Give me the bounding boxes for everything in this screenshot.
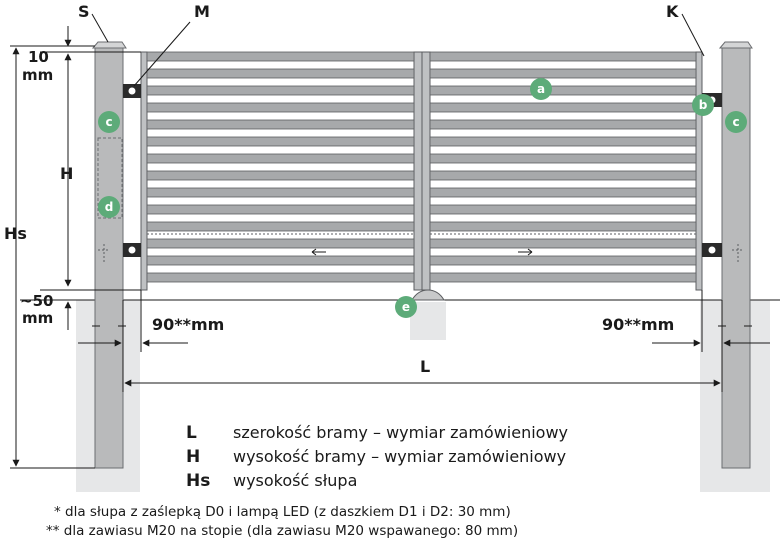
leader-k <box>681 13 705 57</box>
legend-text-l: szerokość bramy – wymiar zamówieniowy <box>233 423 568 442</box>
svg-text:b: b <box>699 98 708 112</box>
svg-text:e: e <box>402 300 410 314</box>
anchor-icon-right <box>732 244 744 262</box>
svg-text:d: d <box>105 200 114 214</box>
label-dim-bottom-unit: mm <box>22 309 53 327</box>
hinge-right-bottom <box>702 243 722 257</box>
marker-e: e <box>395 296 417 318</box>
legend-text-hs: wysokość słupa <box>233 471 357 490</box>
svg-text:a: a <box>537 82 545 96</box>
leader-m <box>133 21 191 87</box>
marker-c-left: c <box>98 111 120 133</box>
post-right <box>718 41 753 469</box>
gate-leaf-left <box>140 51 423 291</box>
footnote-2: ** dla zawiasu M20 na stopie (dla zawias… <box>46 523 518 539</box>
label-width-l: L <box>420 357 430 376</box>
leader-s <box>91 13 109 43</box>
center-stop <box>411 289 445 301</box>
label-gap-right: 90**mm <box>602 315 674 334</box>
label-dim-bottom-value: ~50 <box>20 292 53 310</box>
svg-text:c: c <box>732 115 739 129</box>
post-left <box>91 41 127 469</box>
svg-text:c: c <box>105 115 112 129</box>
legend-key-h: H <box>186 447 200 467</box>
marker-d: d <box>98 196 120 218</box>
label-k: K <box>666 2 679 21</box>
hinge-left-bottom <box>123 243 141 257</box>
label-dim-top-value: 10 <box>28 48 49 66</box>
label-gap-left: 90**mm <box>152 315 224 334</box>
label-dim-top-unit: mm <box>22 66 53 84</box>
label-s: S <box>78 2 90 21</box>
footnote-1: * dla słupa z zaślepką D0 i lampą LED (z… <box>54 504 511 520</box>
marker-b: b <box>692 94 714 116</box>
marker-c-right: c <box>725 111 747 133</box>
marker-a: a <box>530 78 552 100</box>
legend-key-l: L <box>186 423 197 443</box>
post-left-cable-box <box>97 137 123 219</box>
legend: L szerokość bramy – wymiar zamówieniowy … <box>186 423 568 491</box>
label-dim-h: H <box>60 164 73 183</box>
gate-leaf-right <box>421 51 703 291</box>
hinge-left-top <box>123 84 141 98</box>
label-m: M <box>194 2 210 21</box>
legend-text-h: wysokość bramy – wymiar zamówieniowy <box>233 447 566 466</box>
legend-key-hs: Hs <box>186 471 210 491</box>
label-dim-hs: Hs <box>4 224 27 243</box>
anchor-icon-left <box>98 244 110 262</box>
